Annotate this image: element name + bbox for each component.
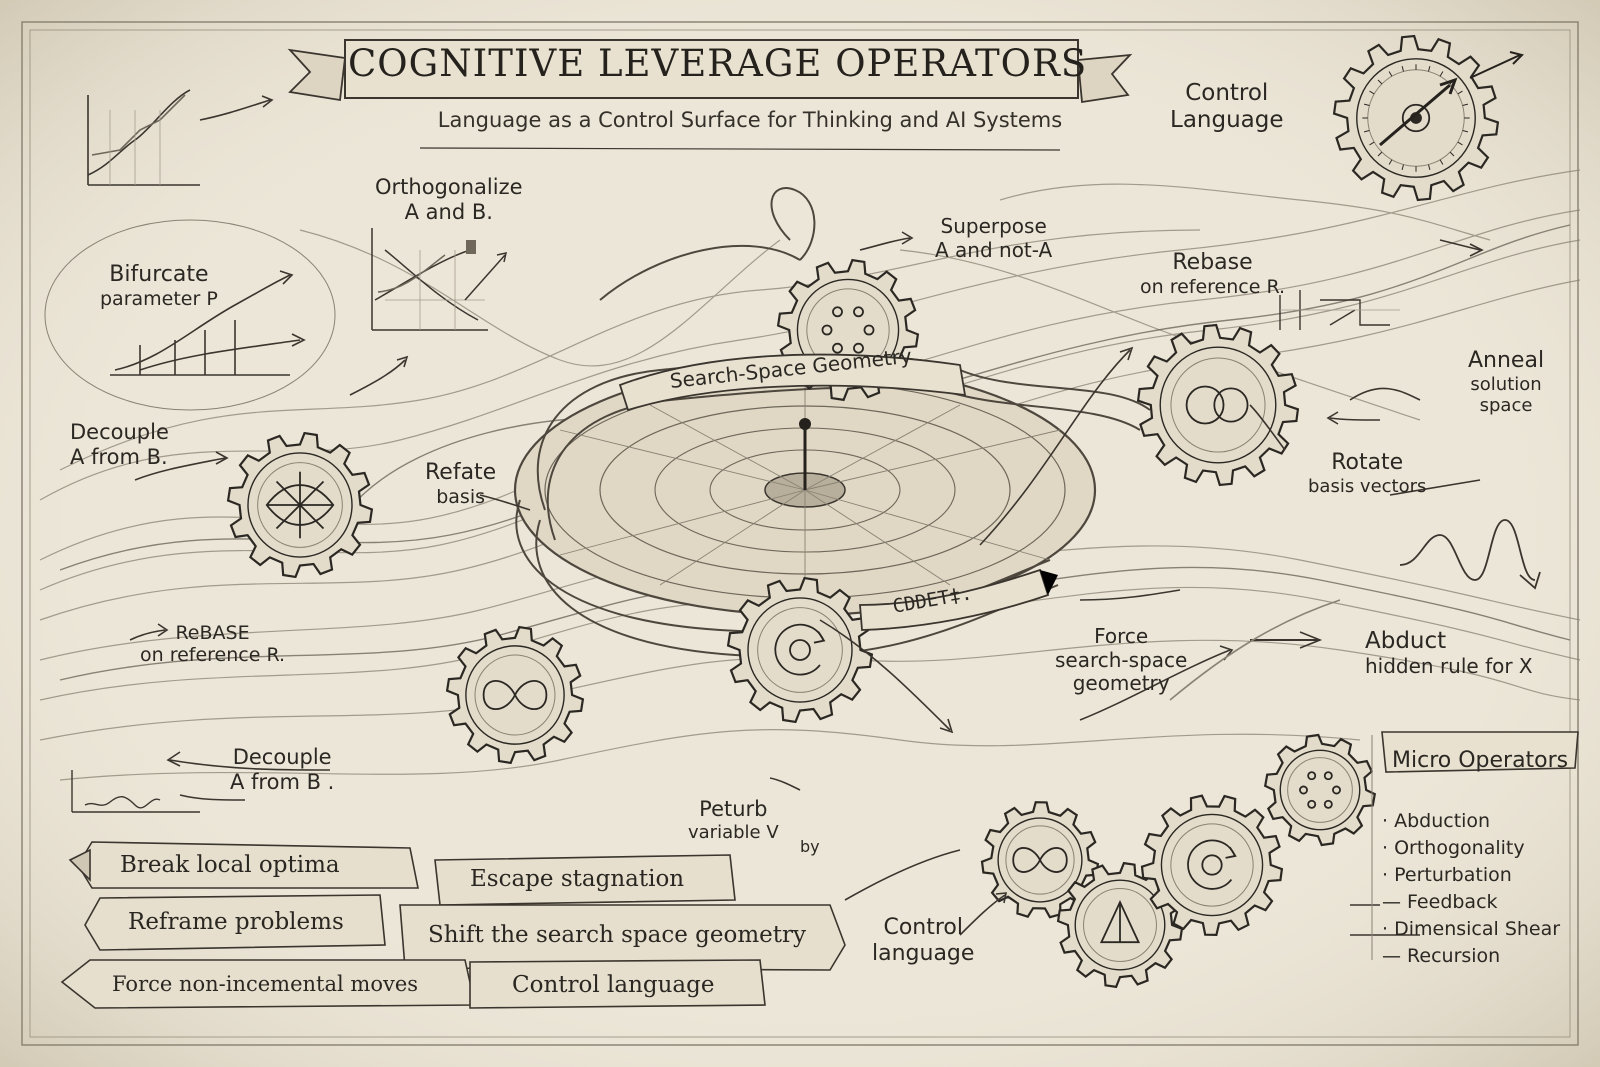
compass-needle — [1379, 51, 1524, 147]
tag-control-language: Control language — [512, 972, 715, 998]
arrows — [129, 231, 1484, 936]
search-space-ribbon — [618, 353, 967, 412]
micro-operator-item: · Dimensical Shear — [1382, 918, 1561, 940]
gear-micro-3 — [1140, 794, 1284, 937]
gear-main-left — [226, 431, 374, 579]
micro-operator-item: · Orthogonality — [1382, 837, 1525, 859]
chart-top-left — [87, 89, 274, 186]
label-peturb-by: by — [800, 837, 820, 856]
tag-escape-stagnation: Escape stagnation — [470, 866, 685, 892]
tag-ribbons — [60, 841, 846, 1009]
gear-micro-4 — [1263, 733, 1377, 847]
coodet-ribbon — [859, 568, 1058, 631]
tag-break-local-optima: Break local optima — [120, 852, 340, 878]
tag-reframe-problems: Reframe problems — [128, 909, 344, 935]
chart-bifurcate — [44, 219, 336, 411]
micro-operator-item: · Abduction — [1382, 810, 1491, 832]
micro-operator-item: · Perturbation — [1382, 864, 1512, 886]
chart-bottom-left — [71, 770, 200, 813]
micro-operator-item: — Recursion — [1382, 945, 1501, 967]
title-banner — [287, 39, 1133, 151]
chart-rebase-top — [1279, 290, 1400, 330]
chart-orthogonalize — [371, 228, 507, 331]
tag-shift-search-space: Shift the search space geometry — [428, 922, 806, 948]
tag-force-non-incremental: Force non-incemental moves — [112, 972, 419, 996]
micro-operator-item: — Feedback — [1382, 891, 1498, 913]
gear-bottom-center — [726, 576, 874, 724]
gear-micro-2 — [1056, 861, 1184, 989]
micro-operators-title: Micro Operators — [1392, 748, 1569, 773]
wave-right — [1399, 519, 1541, 590]
gear-bottom-left — [445, 625, 585, 765]
gear-compass — [1332, 34, 1500, 202]
frame-border — [21, 21, 1579, 1046]
page-title: COGNITIVE LEVERAGE OPERATORS — [348, 42, 1088, 85]
gear-right — [1136, 323, 1300, 487]
micro-operators-box — [1371, 731, 1579, 960]
page-subtitle: Language as a Control Surface for Thinki… — [437, 108, 1063, 132]
micro-operators-list: · Abduction · Orthogonality · Perturbati… — [1382, 808, 1560, 970]
